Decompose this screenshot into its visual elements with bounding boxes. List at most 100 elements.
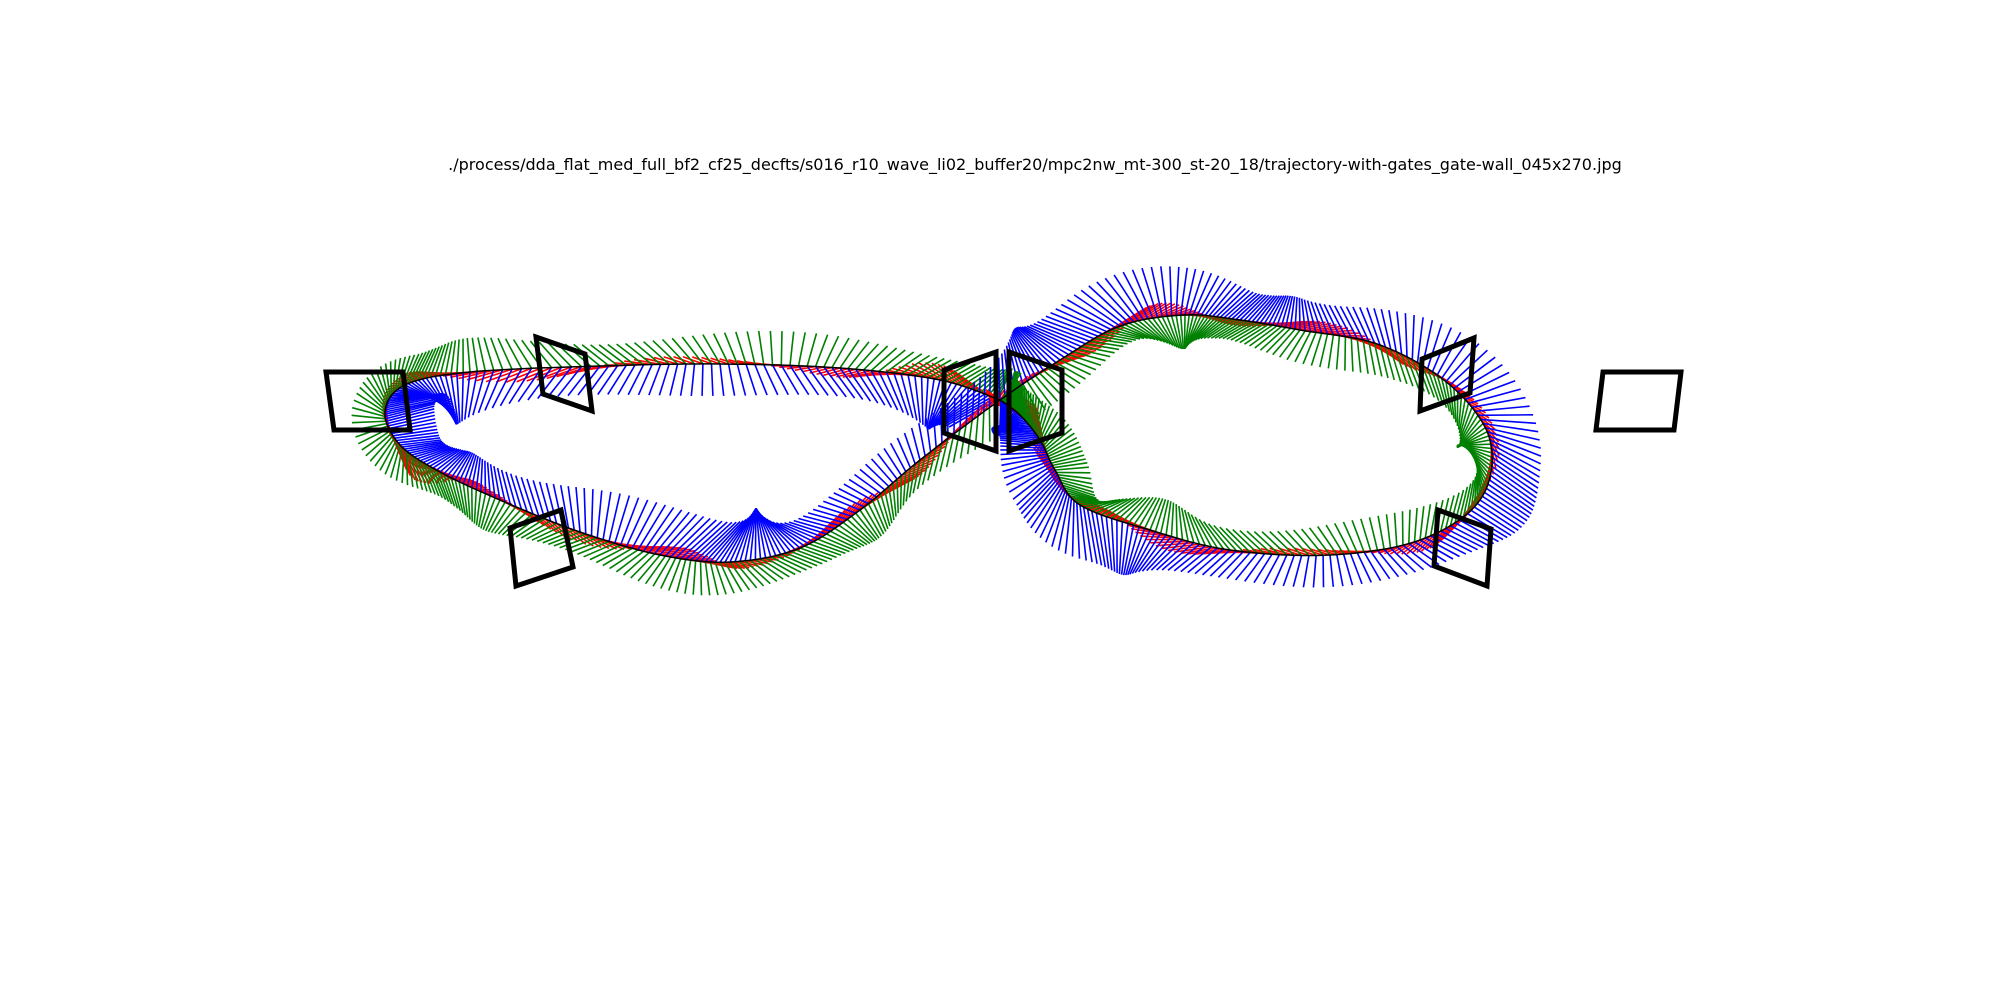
pose-axis-y [712,333,730,365]
pose-axis-y [1393,512,1398,547]
pose-axis-y [1458,399,1466,434]
pose-axis-z [999,435,1041,441]
pose-axis-y [1317,526,1338,556]
pose-axis-z [1066,299,1117,329]
pose-axis-y [770,556,802,574]
pose-axis-z [1023,476,1060,519]
pose-axis-z [401,440,443,448]
pose-axis-z [1120,523,1129,575]
pose-axis-y [744,560,771,585]
pose-axis-y [896,479,899,514]
pose-axis-z [1436,331,1462,376]
pose-axis-z [870,370,893,408]
pose-axis-z [547,366,573,398]
pose-axis-y [939,438,949,472]
pose-axis-y [405,451,409,486]
pose-axis-x [1401,539,1421,555]
pose-axis-z [793,519,831,533]
pose-axis-y [956,366,987,385]
pose-axis-y [817,538,850,553]
pose-axis-y [589,544,621,561]
pose-axis-z [496,467,506,503]
pose-axis-y [1377,515,1385,550]
pose-axis-y [497,337,513,370]
pose-axis-y [719,561,735,594]
pose-axis-y [1057,474,1092,480]
pose-axis-y [404,353,420,386]
pose-axis-z [607,364,628,395]
pose-axis-z [679,363,687,396]
pose-axis-y [950,365,982,384]
pose-axis-y [907,356,938,376]
pose-axis-z [648,509,683,554]
pose-axis-y [389,361,393,396]
pose-axis-z [386,393,441,405]
pose-axis-y [1185,314,1199,348]
pose-axis-z [1187,547,1218,574]
pose-axis-y [419,460,432,494]
pose-axis-y [1462,483,1472,517]
pose-axis-y [1128,322,1159,341]
pose-axis-z [1491,456,1539,489]
pose-axis-y [456,339,460,374]
pose-axis-z [977,377,982,417]
pose-axis-z [833,492,865,508]
pose-axis-z [1445,527,1484,549]
pose-axis-z [669,517,711,558]
pose-axis-z [399,439,442,446]
pose-axis-z [1234,552,1259,581]
pose-axis-y [362,381,387,409]
pose-axis-z [1021,326,1069,356]
pose-axis-y [529,340,553,369]
pose-axis-z [545,482,558,524]
pose-axis-y [684,560,692,594]
pose-axis-z [910,427,921,461]
pose-axis-x [1474,410,1493,425]
pose-axis-y [547,342,573,368]
pose-axis-y [988,407,991,442]
pose-axis-z [1006,462,1052,486]
pose-axis-y [428,466,444,499]
pose-axis-y [1457,395,1463,430]
pose-axis-z [768,520,806,547]
pose-axis-z [675,519,717,559]
pose-axis-z [1414,541,1447,563]
pose-axis-z [1477,414,1534,417]
pose-axis-z [817,504,852,518]
pose-axis-z [839,367,864,400]
pose-axis-y [1222,321,1253,340]
pose-axis-z [1474,405,1530,413]
pose-axis-y [808,543,842,557]
pose-axis-z [1192,272,1213,316]
pose-axis-y [1055,361,1086,380]
pose-axis-z [631,502,658,549]
pose-axis-z [685,521,728,561]
pose-axis-y [749,559,778,583]
pose-axis-y [704,561,711,596]
pose-axis-z [883,447,903,476]
pose-axis-z [734,511,755,562]
pose-axis-y [905,467,912,502]
pose-axis-z [710,363,714,396]
pose-axis-x [1395,351,1417,371]
pose-axis-z [749,508,757,561]
pose-axis-z [627,364,645,396]
pose-axis-z [983,371,987,412]
pose-axis-z [704,520,744,563]
pose-axis-z [1416,317,1424,363]
pose-axis-y [902,471,907,506]
pose-axis-z [1212,285,1242,317]
pose-axis-y [1253,531,1280,556]
pose-axis-z [1342,553,1354,586]
pose-axis-y [1049,450,1083,462]
pose-axis-y [643,341,670,365]
pose-axis-y [637,554,661,582]
pose-axis-y [497,508,522,535]
pose-axis-z [1481,495,1525,525]
pose-axis-z [411,445,449,456]
pose-axis-z [1449,349,1488,386]
pose-axis-y [804,545,837,559]
pose-axis-y [595,545,627,564]
pose-axis-x [719,358,738,365]
pose-axis-y [1030,377,1053,407]
